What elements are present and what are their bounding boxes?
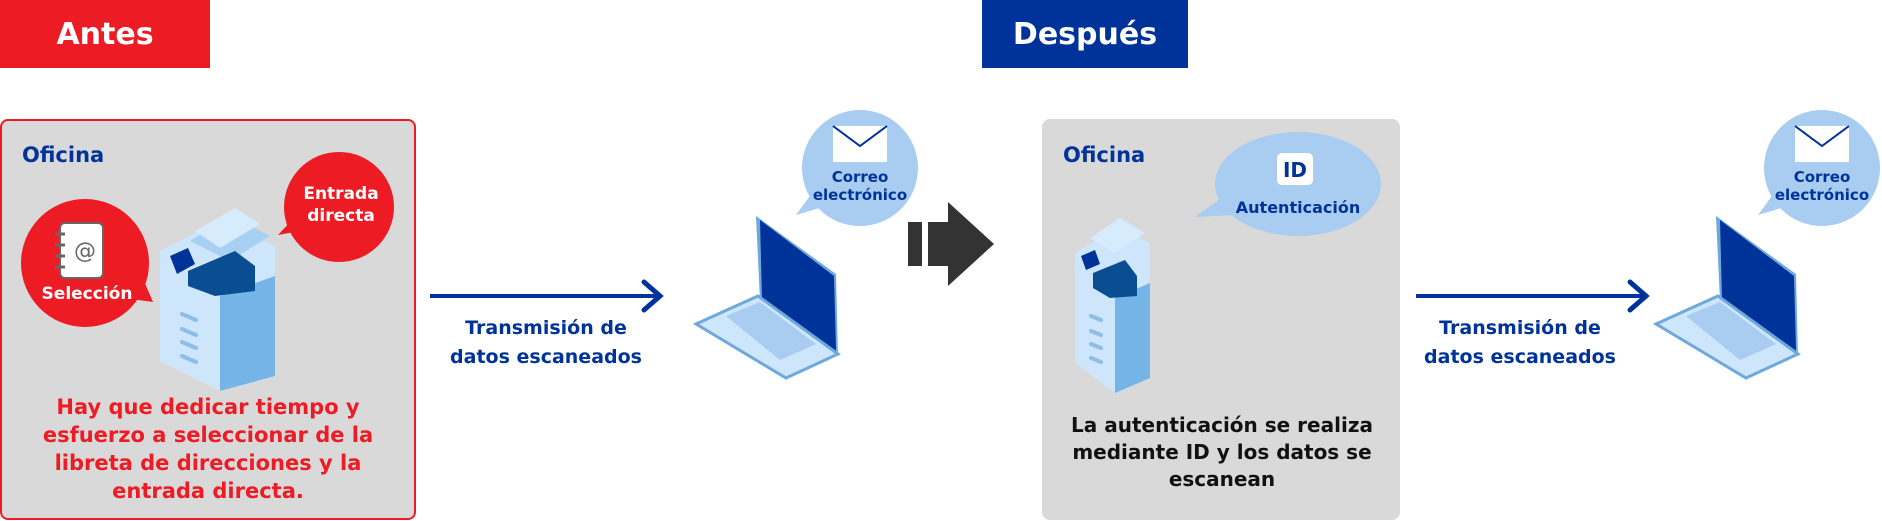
auth-bubble xyxy=(1195,132,1381,236)
multifunction-printer-icon xyxy=(1075,218,1150,393)
transmission-label-line-2: datos escaneados xyxy=(450,346,642,368)
address-book-icon xyxy=(59,222,104,279)
next-arrow-icon xyxy=(908,202,994,286)
auth-label: Autenticación xyxy=(1235,198,1361,217)
envelope-icon xyxy=(1794,125,1850,162)
after-office-label: Oficina xyxy=(1063,143,1146,167)
laptop-icon xyxy=(692,216,841,380)
id-card-icon xyxy=(1277,153,1313,185)
svg-text:@: @ xyxy=(74,239,96,264)
transmission-label-line-1: Transmisión de xyxy=(465,317,627,339)
transmission-label-line-1: Transmisión de xyxy=(1439,317,1601,339)
selection-bubble: @ xyxy=(21,199,153,327)
transmission-arrow-1 xyxy=(430,279,664,313)
id-badge-label: ID xyxy=(1282,158,1308,182)
transmission-arrow-2 xyxy=(1416,279,1650,313)
before-problem-text: Hay que dedicar tiempo y esfuerzo a sele… xyxy=(42,395,374,503)
email-label-1: Correo electrónico xyxy=(812,168,908,204)
laptop-icon xyxy=(1652,216,1801,380)
envelope-icon xyxy=(832,125,888,162)
before-office-label: Oficina xyxy=(22,143,105,167)
email-label-2: Correo electrónico xyxy=(1774,168,1870,204)
after-result-text: La autenticación se realiza mediante ID … xyxy=(1071,413,1373,491)
transmission-label-2: Transmisión de datos escaneados xyxy=(1410,314,1630,372)
selection-label: Selección xyxy=(41,284,133,304)
after-tag: Después xyxy=(982,0,1188,68)
email-bubble-1 xyxy=(796,110,918,226)
transmission-label-line-2: datos escaneados xyxy=(1424,346,1616,368)
transmission-label-1: Transmisión de datos escaneados xyxy=(436,314,656,372)
multifunction-printer-icon xyxy=(160,208,275,391)
before-tag: Antes xyxy=(0,0,210,68)
email-bubble-2 xyxy=(1758,110,1880,226)
direct-entry-bubble xyxy=(278,152,394,262)
direct-entry-label: Entrada directa xyxy=(303,184,379,226)
